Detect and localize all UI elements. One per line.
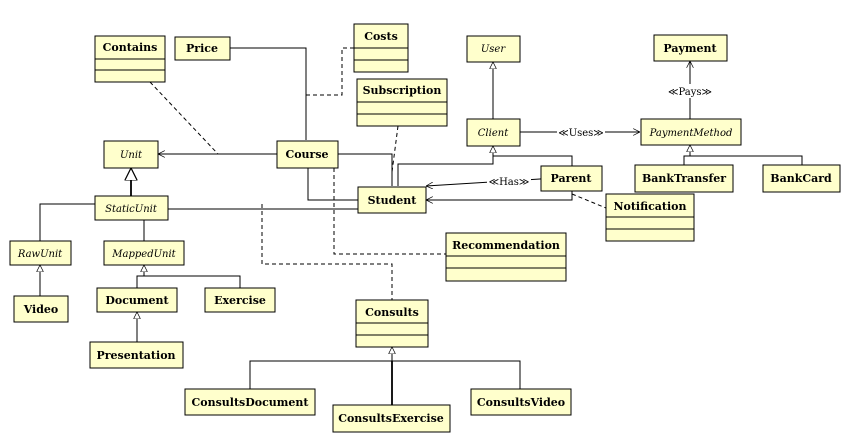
class-costs-label: Costs: [364, 30, 398, 43]
label-has: ≪Has≫: [489, 177, 530, 188]
class-student: Student: [357, 186, 427, 214]
class-paymentmethod: PaymentMethod: [640, 118, 742, 146]
class-presentation-label: Presentation: [96, 349, 175, 362]
edge-staticunit-rawunit: [39, 203, 96, 241]
class-consultsvideo-label: ConsultsVideo: [477, 396, 565, 409]
class-client-label: Client: [478, 128, 509, 139]
edge-exercise-mappedunit: [144, 275, 241, 288]
class-notification-label: Notification: [613, 200, 686, 213]
class-mappedunit: MappedUnit: [103, 240, 185, 266]
class-video: Video: [13, 295, 69, 323]
class-parent-label: Parent: [551, 172, 593, 185]
label-pays: ≪Pays≫: [668, 87, 712, 98]
class-presentation: Presentation: [89, 341, 184, 369]
class-payment-label: Payment: [663, 42, 717, 55]
edge-course-student-2: [307, 168, 358, 201]
class-staticunit-label: StaticUnit: [105, 204, 158, 215]
edge-parent-student-2: [426, 191, 573, 200]
class-subscription-label: Subscription: [363, 84, 442, 97]
class-unit-label: Unit: [120, 150, 143, 161]
edge-costs-dashed: [306, 47, 354, 96]
class-exercise: Exercise: [204, 287, 276, 313]
edge-course-student: [338, 153, 393, 186]
label-uses: ≪Uses≫: [558, 128, 604, 139]
class-client: Client: [466, 118, 521, 147]
class-bankcard: BankCard: [762, 164, 841, 193]
class-consultsexercise-label: ConsultsExercise: [338, 412, 444, 425]
class-notification: Notification: [605, 193, 695, 242]
edge-price-course: [230, 47, 307, 140]
class-staticunit: StaticUnit: [94, 195, 169, 221]
class-subscription: Subscription: [356, 78, 448, 127]
class-consultsexercise: ConsultsExercise: [332, 404, 451, 433]
class-document-label: Document: [105, 294, 169, 307]
class-unit: Unit: [103, 140, 159, 169]
class-mappedunit-label: MappedUnit: [111, 249, 176, 260]
class-consults-label: Consults: [365, 306, 419, 319]
class-consultsdocument-label: ConsultsDocument: [191, 396, 309, 409]
edge-consultsdocument-consults: [249, 347, 392, 389]
class-course: Course: [276, 140, 339, 169]
class-contains-label: Contains: [103, 41, 158, 54]
class-bankcard-label: BankCard: [770, 172, 832, 185]
class-consultsvideo: ConsultsVideo: [470, 388, 572, 416]
edge-parent-client: [493, 155, 573, 168]
edge-consults-dashed-2: [333, 168, 446, 255]
class-banktransfer: BankTransfer: [634, 164, 734, 193]
class-student-label: Student: [368, 194, 418, 207]
class-costs: Costs: [353, 23, 409, 73]
class-recommendation-label: Recommendation: [452, 239, 560, 252]
class-document: Document: [96, 287, 178, 313]
edge-contains-dashed: [149, 81, 219, 155]
class-parent: Parent: [540, 165, 603, 192]
class-price: Price: [174, 36, 231, 61]
class-contains: Contains: [94, 35, 166, 83]
edge-consultsvideo-consults: [392, 360, 521, 389]
class-payment: Payment: [653, 34, 728, 62]
class-rawunit-label: RawUnit: [17, 249, 63, 260]
class-banktransfer-label: BankTransfer: [642, 172, 726, 185]
class-recommendation: Recommendation: [445, 232, 567, 282]
edge-parent-notification-dashed: [571, 193, 607, 209]
edge-subscription-dashed: [391, 125, 399, 173]
class-consults: Consults: [355, 299, 429, 348]
edge-banktransfer-paymentmethod: [683, 145, 690, 165]
edge-document-mappedunit: [136, 265, 144, 288]
class-video-label: Video: [23, 303, 59, 316]
edge-bankcard-paymentmethod: [690, 155, 803, 165]
class-consultsdocument: ConsultsDocument: [184, 388, 316, 416]
edge-consults-dashed-1: [261, 204, 393, 300]
edge-student-client: [397, 146, 493, 186]
class-course-label: Course: [285, 148, 328, 161]
class-price-label: Price: [186, 42, 218, 55]
class-exercise-label: Exercise: [214, 294, 266, 307]
class-paymentmethod-label: PaymentMethod: [649, 128, 733, 139]
class-user: User: [466, 35, 521, 63]
class-user-label: User: [481, 44, 506, 55]
class-rawunit: RawUnit: [9, 240, 72, 266]
